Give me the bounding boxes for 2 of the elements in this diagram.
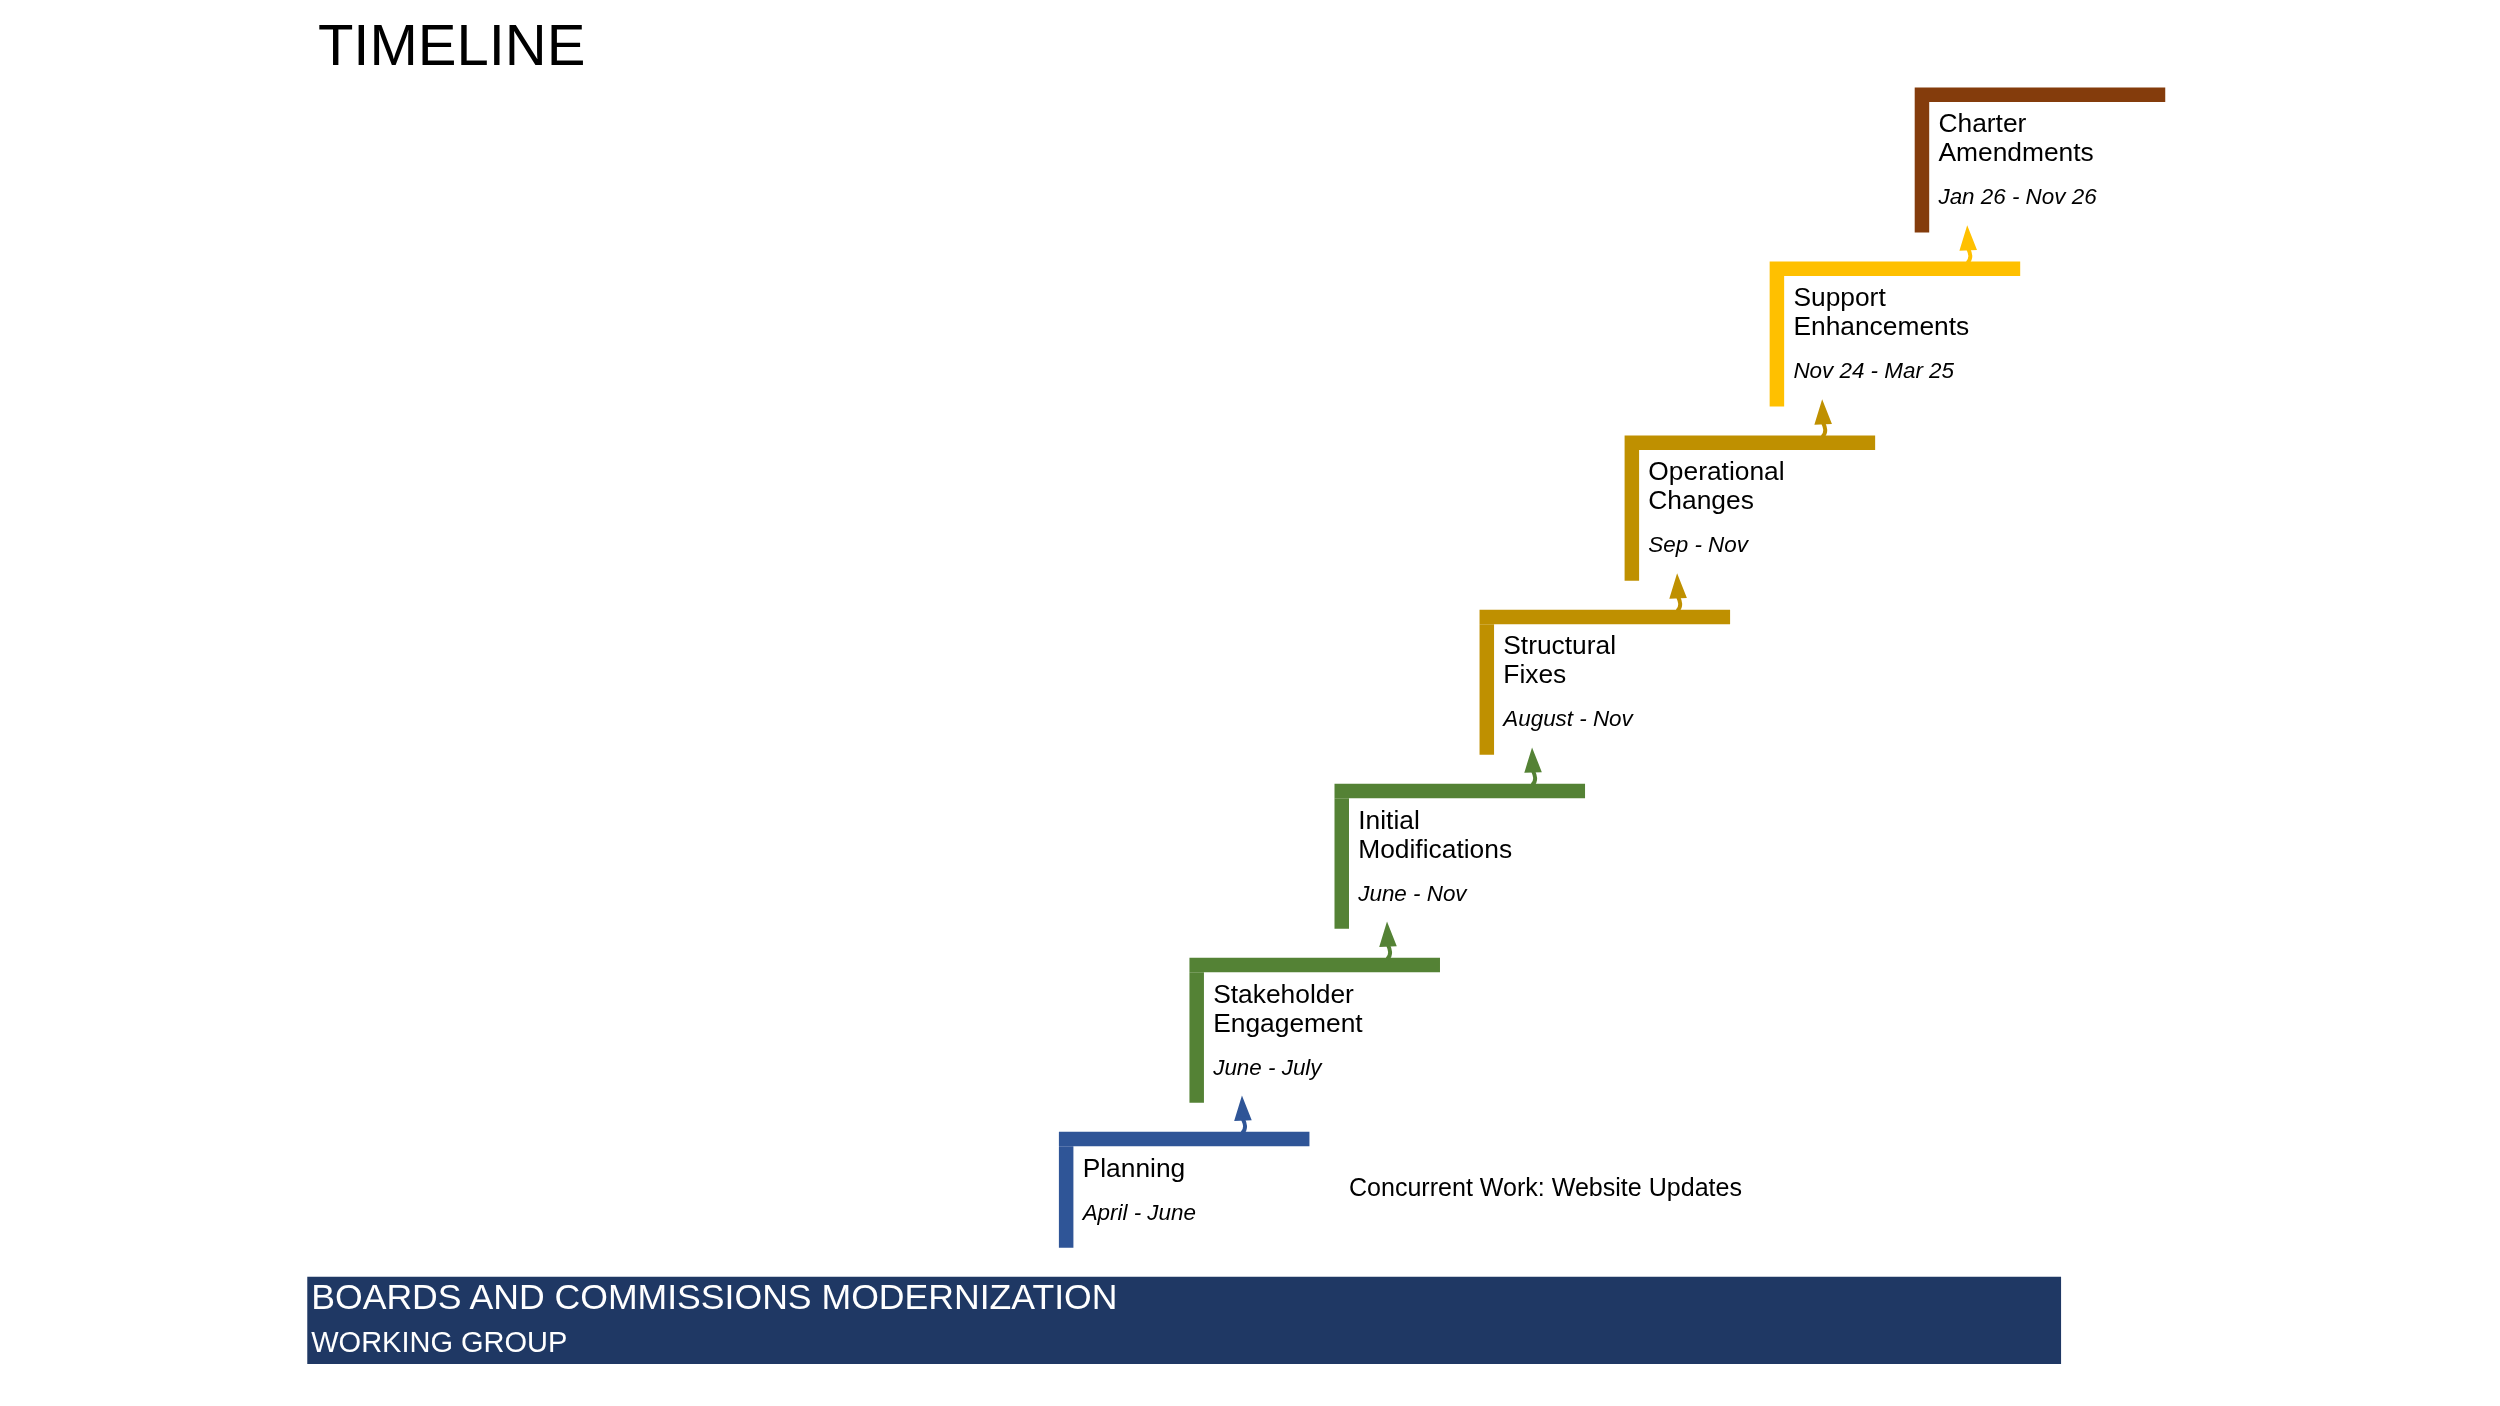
- label: Concurrent Work: Website Updates: [1348, 1173, 1742, 1202]
- diagram-title: TIMELINE: [317, 12, 585, 78]
